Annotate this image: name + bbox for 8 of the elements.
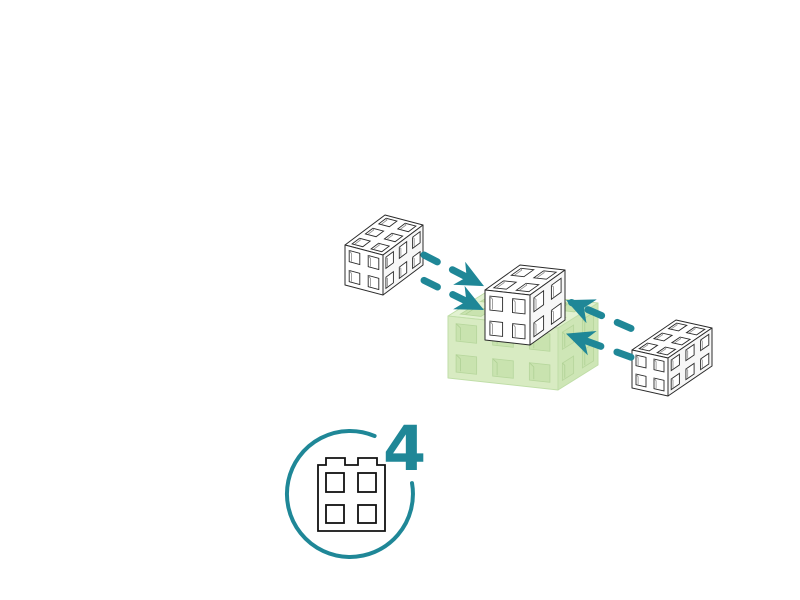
dashed-arrow	[420, 276, 484, 311]
brick-illustration	[344, 214, 424, 296]
step-number: 4	[383, 418, 426, 480]
brick-illustration	[631, 319, 713, 397]
dashed-arrow	[566, 298, 634, 332]
cube-illustration	[484, 264, 566, 346]
dashed-arrow	[420, 252, 484, 287]
dashed-arrow	[566, 330, 634, 361]
